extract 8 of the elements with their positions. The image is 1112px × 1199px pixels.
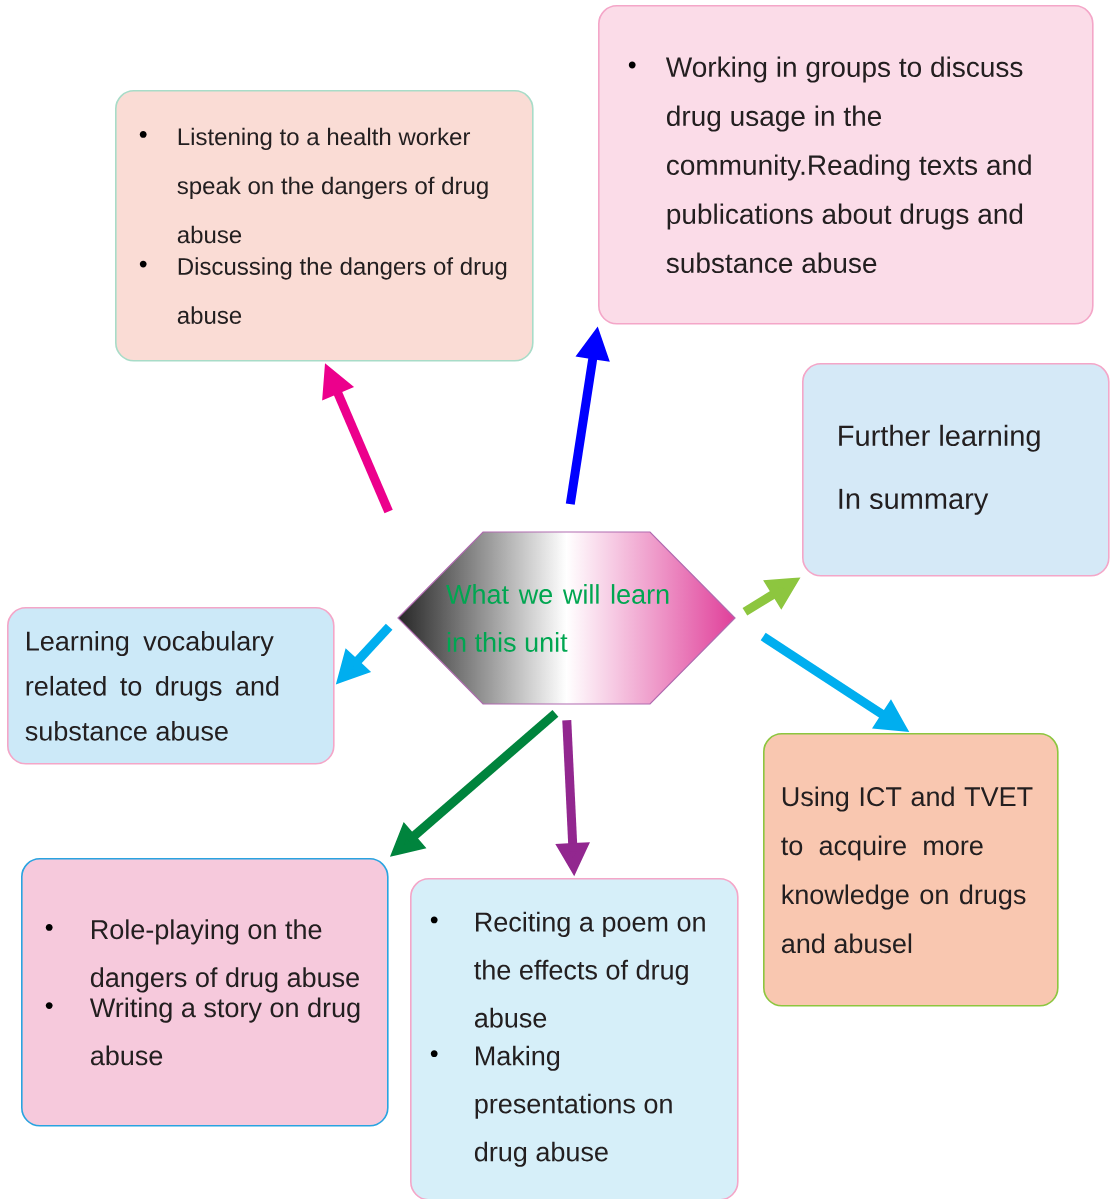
text-box: Learning vocabulary related to drugs and substance abuse (7, 607, 335, 765)
text-box: Using ICT and TVET to acquire more knowledge on drugs and abusel (763, 733, 1059, 1007)
text-box: Role-playing on the dangers of drug abuse Writing a story on drug abuse (21, 858, 389, 1127)
text-box: Listening to a health worker speak on the dangers of drug abuse Discussing the dangers of drug abuse (115, 90, 534, 362)
text-box: Further learning In summary (802, 363, 1110, 577)
text-box: Reciting a poem on the effects of drug abuse Making presentations on drug abuse (410, 878, 739, 1199)
hexagon: What we will learn in this unit (397, 531, 736, 705)
text-box: Working in groups to discuss drug usage in the community.Reading texts and publications about drugs and substance abuse (598, 5, 1094, 325)
